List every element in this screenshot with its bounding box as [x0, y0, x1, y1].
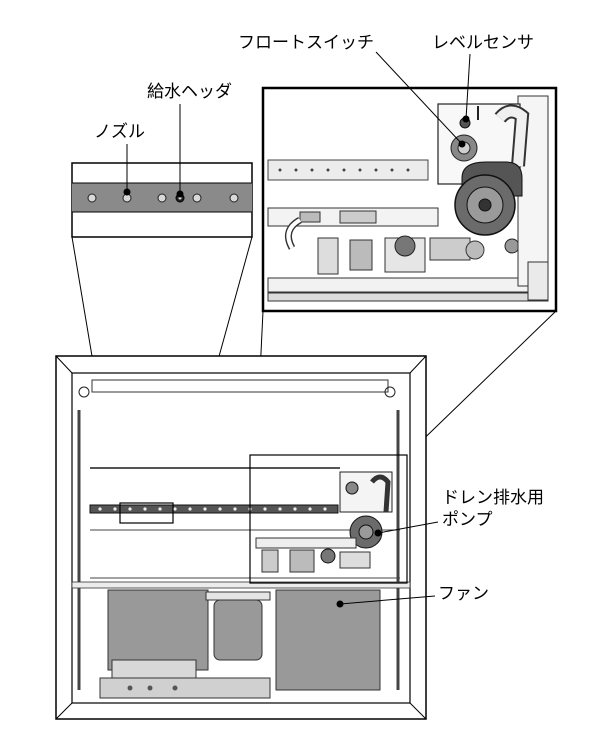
fan-label: ファン	[438, 584, 489, 604]
drain-pump-label-line1: ドレン排水用	[442, 488, 544, 508]
nozzle-label: ノズル	[94, 122, 145, 142]
supply-header-bar	[89, 502, 339, 524]
leaders	[123, 51, 471, 608]
drain-pump-label-line2: ポンプ	[442, 510, 493, 530]
supply-header-label: 給水ヘッダ	[147, 82, 232, 102]
fan-assembly	[99, 589, 381, 699]
header-detail-box	[71, 162, 253, 238]
level-sensor-label: レベルセンサ	[432, 33, 534, 53]
pump-detail-box	[261, 86, 558, 313]
cabinet-pump-area	[249, 454, 408, 584]
float-switch-label: フロートスイッチ	[238, 33, 374, 53]
